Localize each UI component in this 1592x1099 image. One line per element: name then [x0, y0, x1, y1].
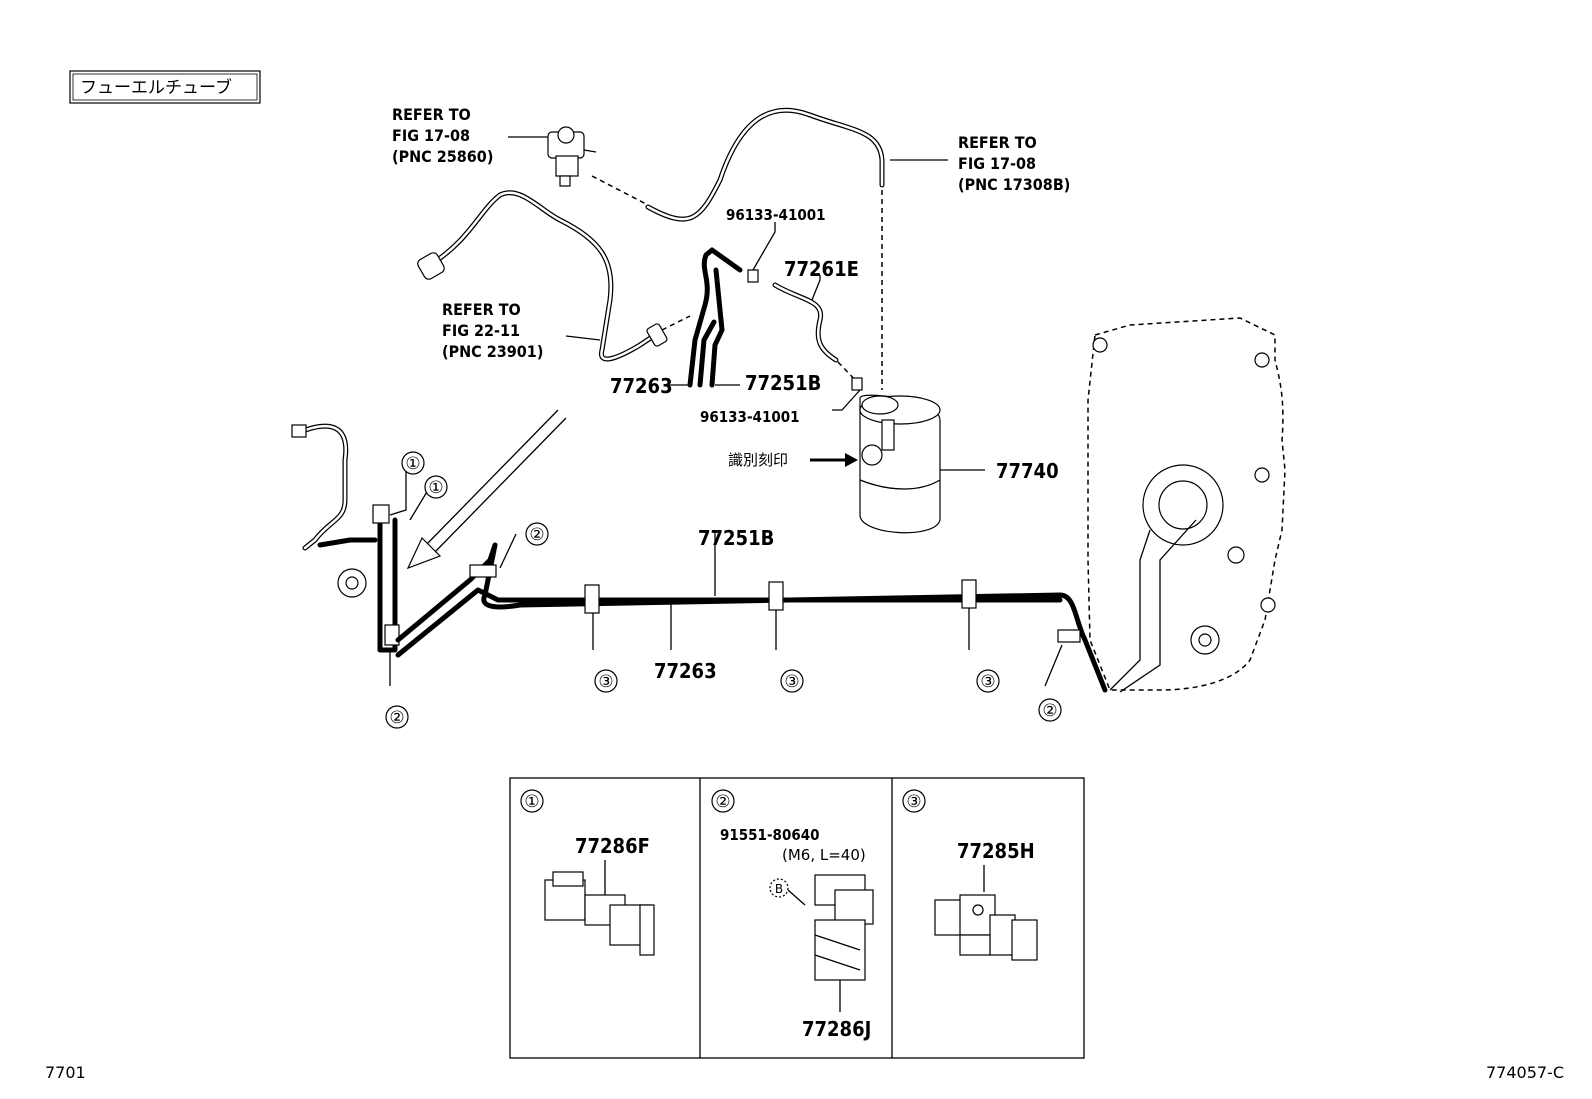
svg-text:77286F: 77286F — [575, 834, 650, 858]
svg-text:③: ③ — [784, 672, 799, 692]
svg-text:B: B — [775, 882, 783, 896]
part-label-96133-bottom: 96133-41001 — [700, 408, 800, 426]
charcoal-canister-icon — [859, 394, 941, 534]
clamp-icon — [469, 564, 497, 578]
svg-text:(M6, L=40): (M6, L=40) — [782, 846, 866, 864]
detail-panel-clamp-3: ③ 77285H — [902, 789, 1038, 961]
svg-text:REFER TO: REFER TO — [442, 300, 521, 319]
clamp-callout: ② — [525, 522, 549, 546]
clamp-icon — [768, 581, 784, 611]
hose-clip-icon — [747, 222, 776, 283]
connector-icon — [417, 252, 668, 347]
svg-text:②: ② — [389, 708, 404, 728]
identification-mark-label: 識別刻印 — [728, 451, 788, 469]
svg-text:REFER TO: REFER TO — [958, 133, 1037, 152]
clamp-callout: ③ — [780, 669, 804, 693]
reference-17308b: REFER TO FIG 17-08 (PNC 17308B) — [958, 133, 1070, 194]
detail-panel-clamp-1: ① 77286F — [520, 789, 655, 956]
reference-23901: REFER TO FIG 22-11 (PNC 23901) — [442, 300, 543, 361]
clamp-icon — [1057, 629, 1081, 643]
svg-text:②: ② — [529, 525, 544, 545]
svg-text:②: ② — [715, 792, 730, 812]
svg-text:(PNC 23901): (PNC 23901) — [442, 342, 543, 361]
detail-panel-clamp-2: ② 91551-80640 (M6, L=40) B 77286J — [711, 789, 874, 1041]
clamp-callout: ① — [424, 475, 448, 499]
svg-text:FIG 17-08: FIG 17-08 — [392, 126, 470, 145]
part-label-77261e: 77261E — [784, 257, 859, 281]
lower-assembly — [291, 317, 1286, 693]
footer-right-code: 774057-C — [1486, 1063, 1564, 1082]
svg-text:77286J: 77286J — [802, 1017, 871, 1041]
diagram-title: フューエルチューブ — [80, 77, 232, 98]
svg-text:②: ② — [1042, 701, 1057, 721]
footer-left-code: 7701 — [45, 1063, 86, 1082]
svg-text:③: ③ — [906, 792, 921, 812]
svg-text:(PNC 25860): (PNC 25860) — [392, 147, 493, 166]
clamp-callout: ① — [401, 451, 425, 475]
clamp-callout: ③ — [594, 669, 618, 693]
svg-text:①: ① — [428, 478, 443, 498]
hose-clip-icon — [832, 377, 863, 411]
title-box: フューエルチューブ — [69, 70, 261, 104]
svg-text:③: ③ — [980, 672, 995, 692]
svg-text:77285H: 77285H — [957, 839, 1035, 863]
part-label-77251b-main: 77251B — [698, 526, 774, 550]
part-label-77263-top: 77263 — [610, 374, 673, 398]
svg-text:FIG 17-08: FIG 17-08 — [958, 154, 1036, 173]
vsv-valve-icon — [547, 126, 597, 187]
svg-text:①: ① — [524, 792, 539, 812]
clamp-callout: ③ — [976, 669, 1000, 693]
upper-assembly — [417, 107, 985, 534]
part-label-77740: 77740 — [996, 459, 1059, 483]
reference-25860: REFER TO FIG 17-08 (PNC 25860) — [392, 105, 493, 166]
part-label-77263-main: 77263 — [654, 659, 717, 683]
clamp-77285h-icon — [934, 894, 1038, 961]
svg-text:③: ③ — [598, 672, 613, 692]
svg-text:①: ① — [405, 454, 420, 474]
svg-text:91551-80640: 91551-80640 — [720, 826, 820, 844]
clamp-77286j-icon — [814, 874, 874, 981]
part-label-96133-top: 96133-41001 — [726, 206, 826, 224]
svg-text:(PNC 17308B): (PNC 17308B) — [958, 175, 1070, 194]
part-label-77251b-top: 77251B — [745, 371, 821, 395]
clamp-icon — [584, 584, 600, 614]
clamp-callout: ② — [385, 705, 409, 729]
svg-text:REFER TO: REFER TO — [392, 105, 471, 124]
detail-panels: ① 77286F ② 91551-80640 (M6, L=40) B — [509, 777, 1085, 1059]
clamp-icon — [961, 579, 977, 609]
clamp-77286f-icon — [544, 871, 655, 956]
svg-text:FIG 22-11: FIG 22-11 — [442, 321, 520, 340]
fuel-tank-icon — [1087, 317, 1286, 693]
clamp-callout: ② — [1038, 698, 1062, 722]
